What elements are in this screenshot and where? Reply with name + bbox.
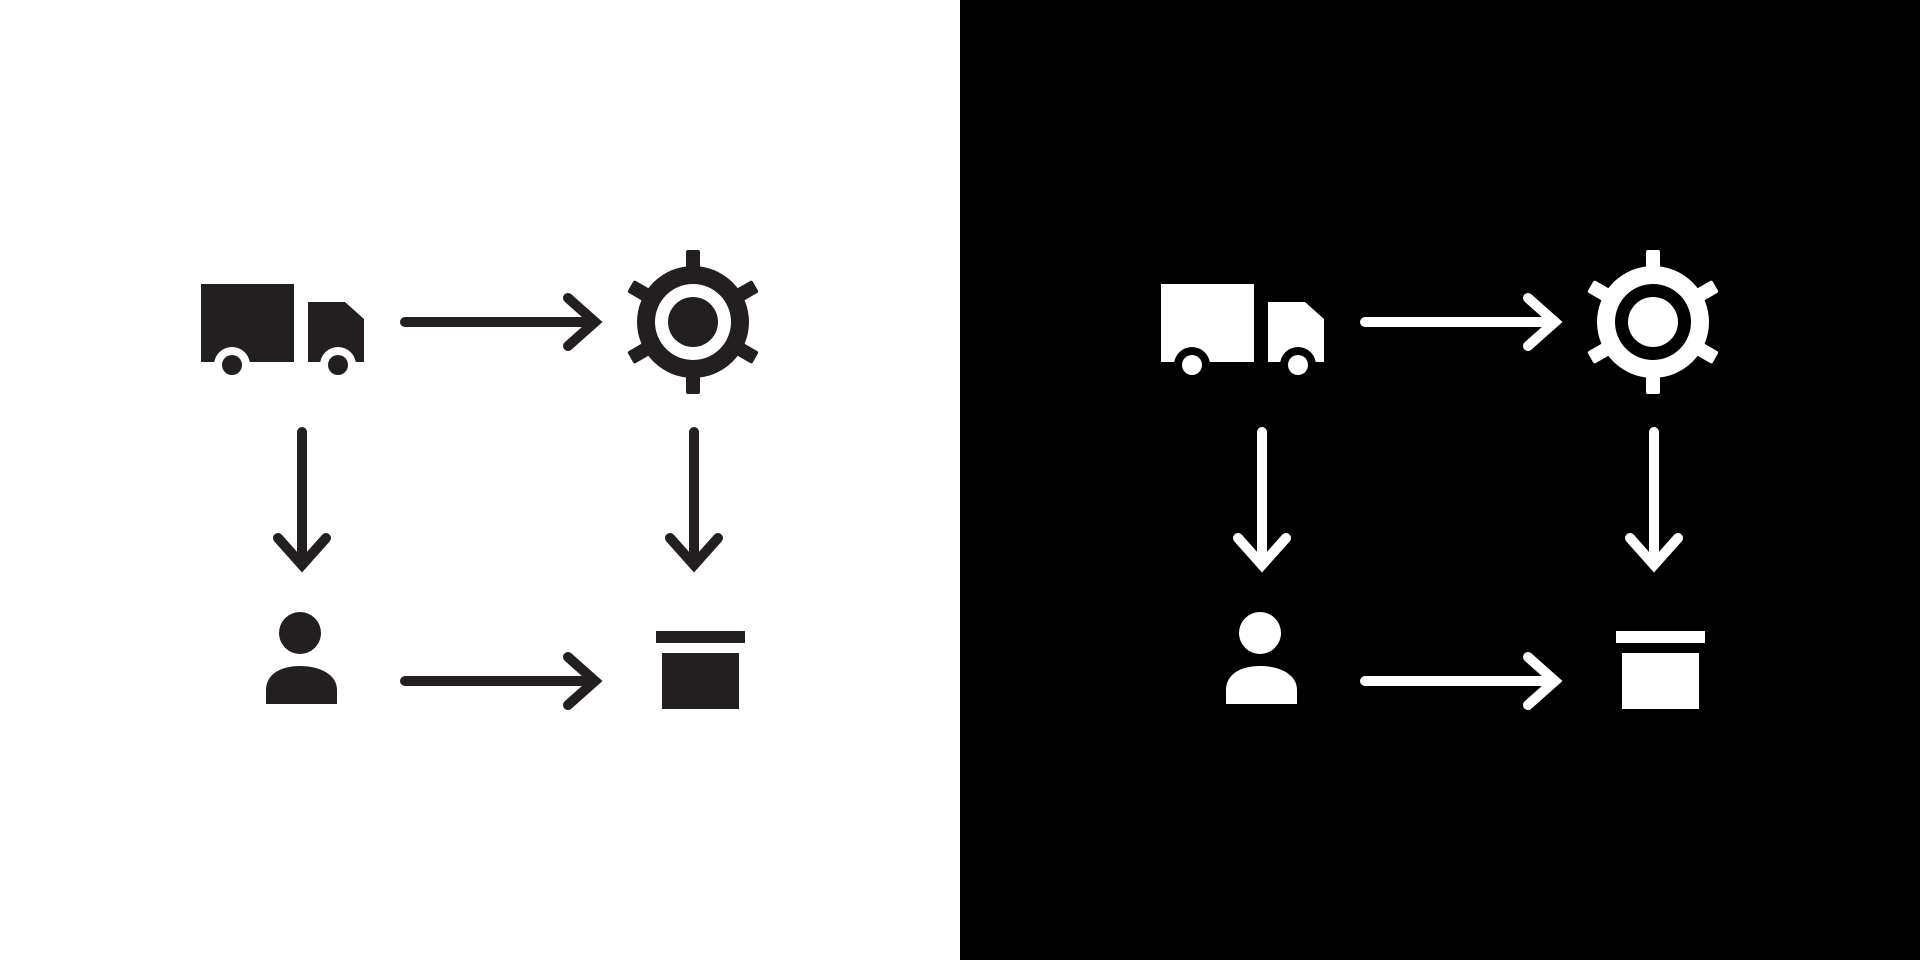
dark-panel (960, 0, 1920, 960)
box-icon (1616, 631, 1705, 709)
arrow-truck-to-gear (400, 293, 603, 351)
arrow-truck-to-person (273, 427, 331, 573)
box-icon (656, 631, 745, 709)
truck-icon (1161, 284, 1324, 383)
arrow-person-to-box (1360, 652, 1563, 710)
panel-background (0, 0, 960, 960)
person-icon (1226, 612, 1297, 704)
arrow-truck-to-gear (1360, 293, 1563, 351)
gear-icon (627, 250, 759, 394)
arrow-gear-to-box (1625, 427, 1683, 573)
arrow-gear-to-box (665, 427, 723, 573)
arrow-truck-to-person (1233, 427, 1291, 573)
gear-icon (1587, 250, 1719, 394)
dark-flow-diagram (960, 0, 1920, 960)
truck-icon (201, 284, 364, 383)
arrow-person-to-box (400, 652, 603, 710)
light-panel (0, 0, 960, 960)
light-flow-diagram (0, 0, 960, 960)
panel-background (960, 0, 1920, 960)
person-icon (266, 612, 337, 704)
